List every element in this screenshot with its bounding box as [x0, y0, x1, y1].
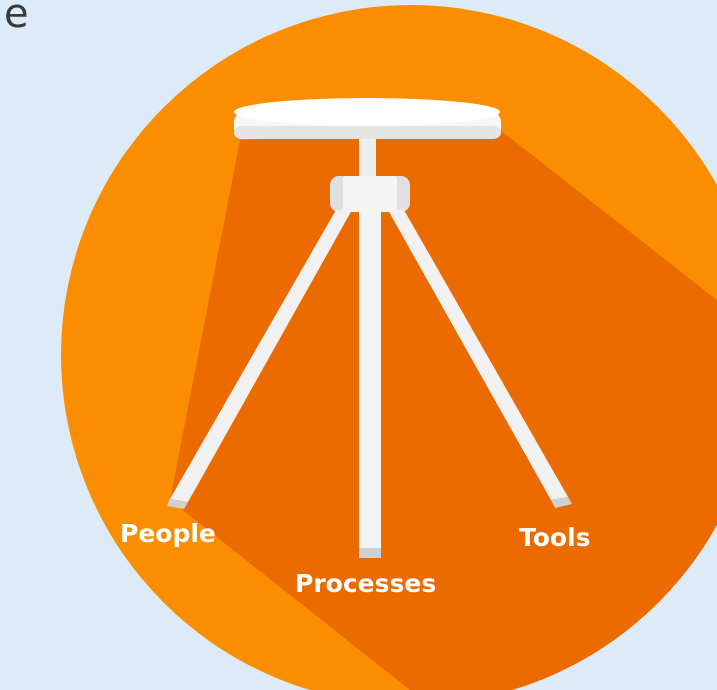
stool-icon	[167, 98, 572, 558]
label-tools: Tools	[519, 523, 591, 552]
label-people: People	[120, 519, 216, 548]
label-processes: Processes	[295, 569, 436, 598]
cropped-heading-fragment: e	[4, 0, 29, 37]
